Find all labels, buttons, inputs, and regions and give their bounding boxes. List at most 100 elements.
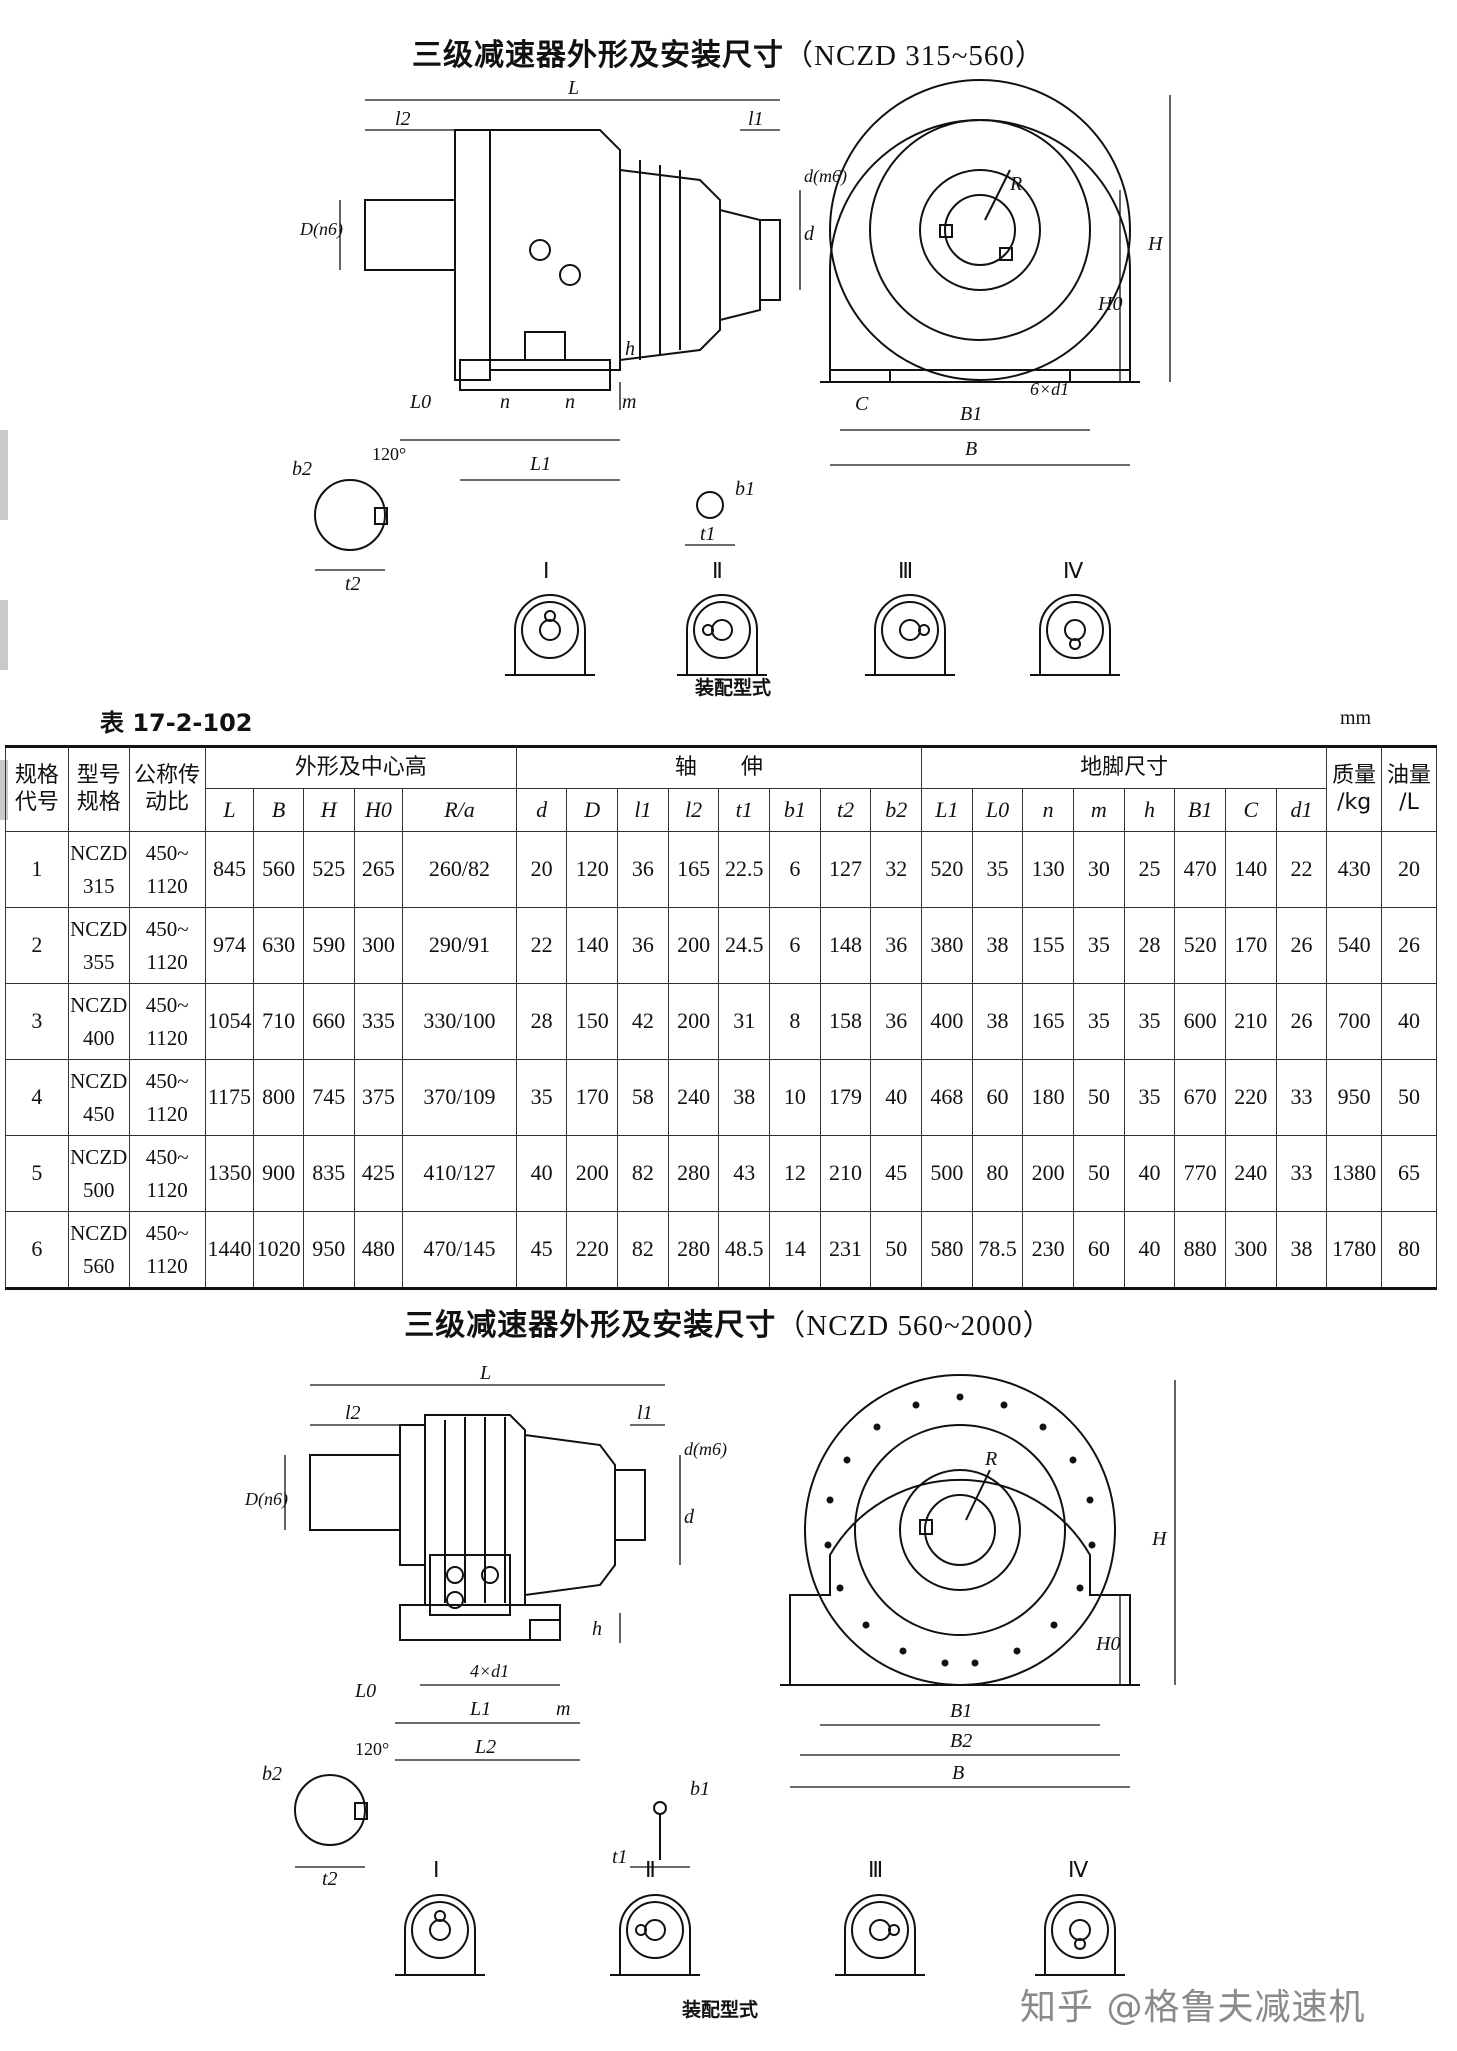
cell-value: 1020 (253, 1211, 304, 1289)
cell-value: 200 (1022, 1135, 1074, 1212)
cell-value: 36 (617, 831, 669, 908)
top-title-text: 三级减速器外形及安装尺寸 (412, 38, 785, 73)
top-dim-D-n6: D(n6) (299, 219, 343, 240)
sub-header-cell: b1 (769, 788, 821, 832)
sub-header-cell: L0 (971, 788, 1024, 832)
cell-value: 745 (302, 1059, 355, 1136)
top-dim-B: B (965, 438, 977, 460)
bottom-front-view (780, 1374, 1140, 1686)
cell-value: 1350 (204, 1135, 255, 1212)
cell-value: 6 (769, 907, 821, 984)
cell-value: 31 (718, 983, 771, 1060)
cell-value: 6 (769, 831, 821, 908)
cell-code: 5 (5, 1135, 69, 1212)
cell-value: 24.5 (718, 907, 771, 984)
sub-header-cell: t2 (819, 788, 872, 832)
bottom-dim-bolt: 4×d1 (470, 1661, 509, 1681)
top-dim-R: R (1009, 173, 1022, 195)
cell-value: 35 (1123, 983, 1176, 1060)
sub-header-cell: R/a (402, 788, 517, 832)
cell-value: 230 (1022, 1211, 1074, 1289)
cell-code: 4 (5, 1059, 69, 1136)
cell-model-line: 560 (82, 1253, 115, 1278)
cell-value: 170 (566, 1059, 619, 1136)
bottom-title-model: （NCZD 560~2000） (776, 1310, 1053, 1342)
cell-value: 36 (870, 983, 923, 1060)
cell-value: 35 (971, 831, 1024, 908)
cell-ratio-line: 1120 (146, 1101, 188, 1126)
bottom-dim-d: d (684, 1506, 695, 1528)
cell-value: 120 (566, 831, 619, 908)
cell-model-line: NCZD (70, 1220, 128, 1245)
top-mount-caption: 装配型式 (695, 677, 772, 699)
cell-value: 335 (353, 983, 404, 1060)
bottom-dimension-lines (284, 1380, 1176, 1788)
cell-value: 200 (667, 907, 720, 984)
cell-value: 468 (921, 1059, 973, 1136)
cell-value: 500 (921, 1135, 973, 1212)
cell-value: 48.5 (718, 1211, 771, 1289)
cell-ratio-line: 1120 (146, 1177, 188, 1202)
cell-value: 30 (1073, 831, 1125, 908)
cell-value: 280 (667, 1135, 720, 1212)
cell-model-line: 450 (82, 1101, 115, 1126)
cell-model-line: 500 (82, 1177, 115, 1202)
cell-code: 6 (5, 1211, 69, 1289)
cell-value: 35 (1073, 907, 1125, 984)
bottom-mount-label-3: Ⅲ (868, 1857, 883, 1882)
cell-value: 140 (1224, 831, 1277, 908)
cell-value: 80 (1381, 1211, 1437, 1289)
top-dimension-lines (339, 95, 1171, 481)
cell-ratio-line: 450~ (145, 1220, 189, 1245)
cell-value: 540 (1326, 907, 1383, 984)
cell-ratio: 450~1120 (128, 1135, 206, 1212)
cell-model: NCZD 560 (67, 1211, 130, 1289)
cell-value: 300 (353, 907, 404, 984)
cell-value: 1440 (204, 1211, 255, 1289)
bottom-dim-l2: l2 (345, 1402, 361, 1424)
cell-value: 82 (617, 1135, 669, 1212)
cell-value: 660 (302, 983, 355, 1060)
header-ratio: 公称传动比 (128, 746, 206, 832)
top-dim-angle: 120° (372, 444, 406, 464)
header-group-shaft: 轴 伸 (515, 746, 923, 789)
cell-code: 2 (5, 907, 69, 984)
cell-value: 590 (302, 907, 355, 984)
bottom-title-text: 三级减速器外形及安装尺寸 (404, 1308, 777, 1343)
cell-code: 3 (5, 983, 69, 1060)
bottom-title: 三级减速器外形及安装尺寸（NCZD 560~2000） (0, 1300, 1457, 1344)
top-dimension-drawing: L l2 l1 d(m6) d D(n6) h L0 n n m L1 R H … (292, 77, 1171, 676)
cell-value: 158 (819, 983, 872, 1060)
cell-value: 180 (1022, 1059, 1074, 1136)
cell-value: 14 (769, 1211, 821, 1289)
scan-edge-mark (0, 600, 8, 670)
cell-value: 28 (515, 983, 568, 1060)
cell-value: 630 (253, 907, 304, 984)
cell-value: 40 (1381, 983, 1437, 1060)
top-mount-icons (505, 594, 1120, 676)
cell-value: 1780 (1326, 1211, 1383, 1289)
cell-model-line: NCZD (70, 992, 128, 1017)
cell-value: 470 (1174, 831, 1226, 908)
sub-header-cell: L (204, 788, 255, 832)
bottom-dimension-drawing: L l2 l1 d(m6) d D(n6) h L0 4×d1 L1 m L2 … (244, 1362, 1176, 1976)
sub-header-cell: l1 (617, 788, 669, 832)
cell-value: 520 (921, 831, 973, 908)
cell-value: 974 (204, 907, 255, 984)
cell-value: 50 (1073, 1059, 1125, 1136)
cell-value: 210 (819, 1135, 872, 1212)
cell-value: 300 (1224, 1211, 1277, 1289)
cell-value: 60 (1073, 1211, 1125, 1289)
cell-value: 375 (353, 1059, 404, 1136)
cell-value: 12 (769, 1135, 821, 1212)
cell-value: 400 (921, 983, 973, 1060)
top-mount-label-2: Ⅱ (712, 558, 723, 583)
cell-value: 330/100 (402, 983, 517, 1060)
top-side-view (364, 129, 781, 391)
cell-value: 710 (253, 983, 304, 1060)
cell-value: 179 (819, 1059, 872, 1136)
cell-value: 525 (302, 831, 355, 908)
